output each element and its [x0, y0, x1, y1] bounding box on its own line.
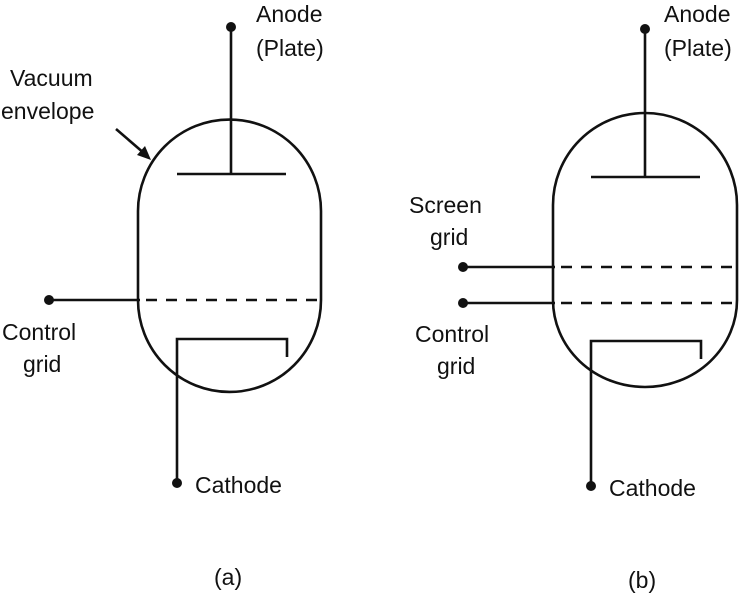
- cathode-label-b: Cathode: [609, 475, 696, 501]
- screen-grid-label-line1: Screen: [409, 192, 482, 218]
- anode-label-b-line2: (Plate): [664, 35, 732, 61]
- cathode-terminal-a: [172, 478, 182, 488]
- screen-grid-label-line2: grid: [430, 224, 468, 250]
- control-grid-label-a-line1: Control: [2, 319, 76, 345]
- control-grid-label-b-line1: Control: [415, 321, 489, 347]
- cathode-element-b: [589, 339, 703, 486]
- control-grid-label-a-line2: grid: [23, 351, 61, 377]
- envelope-arrow-shaft: [115, 128, 146, 155]
- panel-a-triode: Anode (Plate) Vacuum envelope Control gr…: [1, 1, 324, 590]
- anode-label-a-line1: Anode: [256, 1, 323, 27]
- anode-label-a-line2: (Plate): [256, 35, 324, 61]
- envelope-arrow-head: [137, 146, 151, 160]
- cathode-terminal-b: [586, 481, 596, 491]
- anode-label-b-line1: Anode: [664, 1, 731, 27]
- panel-b-tetrode: Anode (Plate) Screen grid Control grid C…: [409, 1, 739, 593]
- cathode-label-a: Cathode: [195, 472, 282, 498]
- envelope-label-line2: envelope: [1, 98, 94, 124]
- vacuum-envelope-a: [136, 118, 323, 394]
- vacuum-envelope-b: [551, 111, 739, 389]
- cathode-element-a: [175, 337, 289, 483]
- caption-a: (a): [214, 564, 242, 590]
- control-grid-label-b-line2: grid: [437, 353, 475, 379]
- envelope-label-line1: Vacuum: [10, 65, 93, 91]
- caption-b: (b): [628, 567, 656, 593]
